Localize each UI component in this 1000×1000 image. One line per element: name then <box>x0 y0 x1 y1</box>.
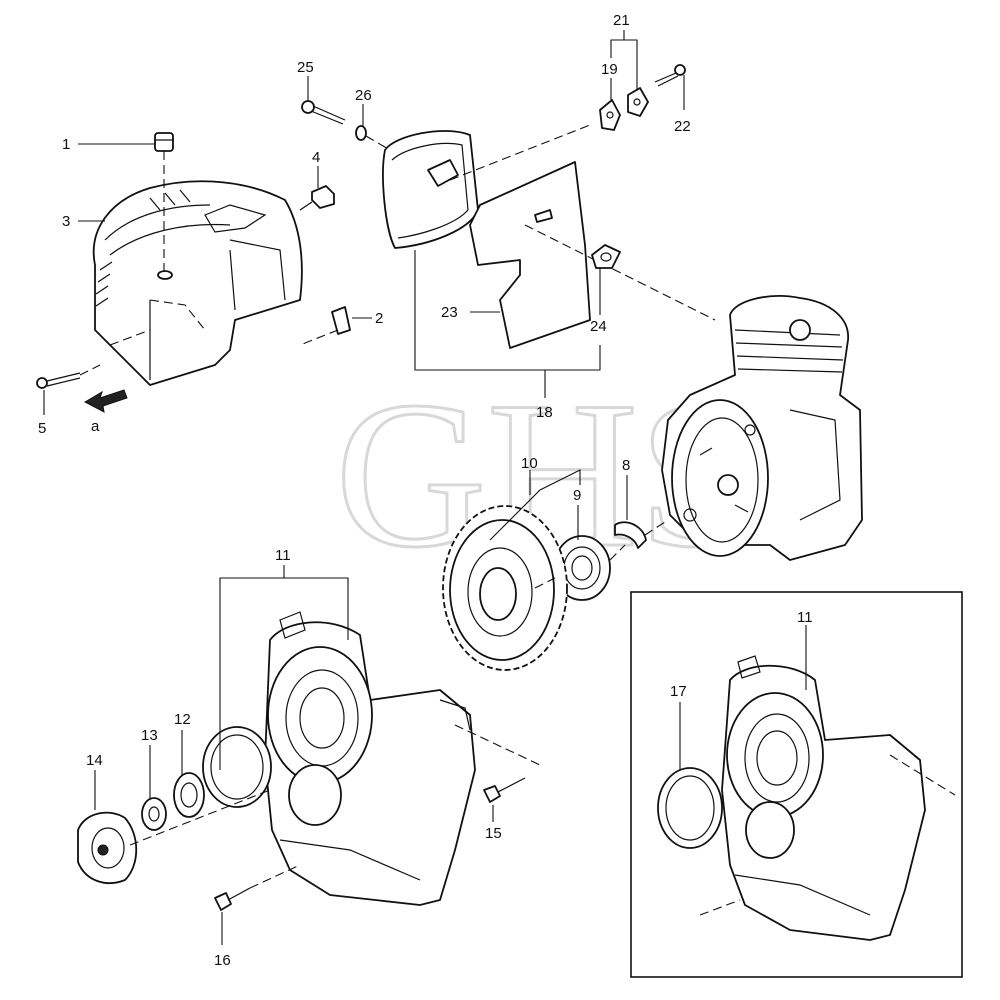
clutch-housing-variant-11 <box>699 655 956 941</box>
label-part-2: 2 <box>375 310 383 327</box>
label-part-12: 12 <box>174 711 191 728</box>
label-arrow-a: a <box>91 418 100 435</box>
washer-part-26 <box>355 125 391 151</box>
bolt-part-16 <box>214 887 251 911</box>
circlip-part-8 <box>614 521 647 549</box>
label-part-24: 24 <box>590 318 607 335</box>
heat-shield-part-23 <box>469 161 716 349</box>
label-part-26: 26 <box>355 87 372 104</box>
washer-part-13 <box>141 797 167 831</box>
screw-part-22 <box>654 64 686 87</box>
gasket-part-17 <box>657 767 723 849</box>
label-part-10: 10 <box>521 455 538 472</box>
assembly-centerlines <box>129 519 669 889</box>
label-part-25: 25 <box>297 59 314 76</box>
grommet-part-1 <box>154 132 174 272</box>
label-part-15: 15 <box>485 825 502 842</box>
muffler-body <box>382 124 591 249</box>
label-part-16: 16 <box>214 952 231 969</box>
bolt-part-4 <box>299 185 335 211</box>
top-cover-part-3 <box>92 180 303 386</box>
label-part-11: 11 <box>275 547 291 564</box>
clutch-housing-part-11 <box>264 611 476 906</box>
label-part-13: 13 <box>141 727 158 744</box>
label-part-19: 19 <box>601 61 618 78</box>
label-part-14: 14 <box>86 752 103 769</box>
direction-arrow-a <box>83 389 128 413</box>
screw-part-25 <box>301 100 346 125</box>
label-part-1: 1 <box>62 136 70 153</box>
part-labels: 1 2 3 4 5 a 8 9 10 11 11 12 13 14 15 16 … <box>38 12 813 969</box>
bolt-part-15 <box>483 777 526 803</box>
label-part-9: 9 <box>573 487 581 504</box>
plate-part-21 <box>627 87 649 117</box>
clutch-part-14 <box>77 811 138 884</box>
label-part-3: 3 <box>62 213 70 230</box>
gasket-part-24 <box>591 244 621 269</box>
clip-part-2 <box>299 306 351 346</box>
variant-box <box>630 591 963 978</box>
label-part-11-variant: 11 <box>797 609 813 626</box>
label-part-21: 21 <box>613 12 630 29</box>
label-part-5: 5 <box>38 420 46 437</box>
leader-lines <box>43 30 807 945</box>
label-part-17: 17 <box>670 683 687 700</box>
screw-part-5 <box>36 364 101 389</box>
bearing-part-12 <box>173 772 205 818</box>
label-part-23: 23 <box>441 304 458 321</box>
gear-part-10 <box>442 505 568 671</box>
engine-assembly <box>661 295 863 561</box>
label-part-8: 8 <box>622 457 630 474</box>
plate-part-19 <box>599 99 621 131</box>
gasket-ring-left <box>202 726 272 808</box>
label-part-4: 4 <box>312 149 320 166</box>
label-part-18: 18 <box>536 404 553 421</box>
label-part-22: 22 <box>674 118 691 135</box>
